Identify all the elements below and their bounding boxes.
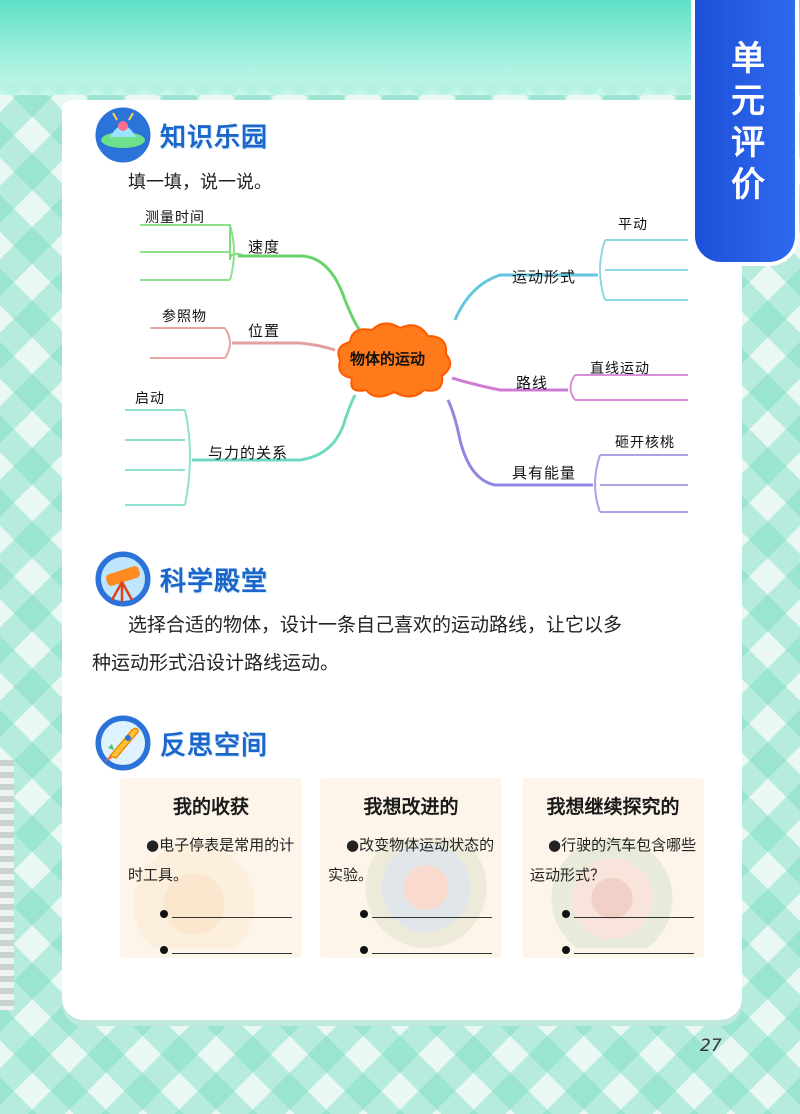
card-title: 我想继续探究的 bbox=[546, 796, 680, 818]
mind-map-speed-label: 速度 bbox=[248, 238, 281, 256]
card-illustration bbox=[532, 838, 692, 948]
science-task-line2: 种运动形式沿设计路线运动。 bbox=[92, 652, 340, 674]
answer-blank[interactable] bbox=[160, 904, 292, 918]
section-reflection-title: 反思空间 bbox=[160, 730, 269, 761]
card-illustration bbox=[330, 838, 490, 948]
section-knowledge-title: 知识乐园 bbox=[160, 122, 269, 153]
card-illustration bbox=[130, 838, 290, 948]
section-science-header: 科学殿堂 bbox=[92, 548, 268, 610]
section-science-title: 科学殿堂 bbox=[160, 566, 269, 597]
mind-map-center-cloud bbox=[337, 322, 452, 398]
ufo-icon bbox=[92, 104, 154, 166]
top-decorative-band bbox=[0, 0, 800, 105]
science-task-line1: 选择合适的物体，设计一条自己喜欢的运动路线，让它以多 bbox=[128, 614, 623, 636]
reflection-card-improve: 我想改进的 ●改变物体运动状态的实验。 bbox=[320, 778, 502, 958]
answer-blank[interactable] bbox=[360, 940, 492, 954]
answer-blank[interactable] bbox=[360, 904, 492, 918]
mind-map-forms-child: 平动 bbox=[618, 217, 648, 233]
reflection-card-explore: 我想继续探究的 ●行驶的汽车包含哪些运动形式？ bbox=[522, 778, 704, 958]
mind-map-speed-child: 测量时间 bbox=[145, 210, 205, 226]
mind-map-position-child: 参照物 bbox=[162, 309, 207, 325]
answer-blank[interactable] bbox=[160, 940, 292, 954]
reflection-card-gains: 我的收获 ●电子停表是常用的计时工具。 bbox=[120, 778, 302, 958]
mind-map-center-label: 物体的运动 bbox=[350, 350, 426, 368]
mind-map-position-label: 位置 bbox=[248, 322, 281, 340]
mind-map-energy-child: 砸开核桃 bbox=[615, 435, 675, 451]
answer-blank[interactable] bbox=[562, 940, 694, 954]
section-reflection-header: 反思空间 bbox=[92, 712, 268, 774]
unit-evaluation-tab: 单元评价 bbox=[695, 0, 795, 262]
mind-map-forms-label: 运动形式 bbox=[512, 268, 577, 286]
card-text: ●行驶的汽车包含哪些运动形式？ bbox=[530, 836, 697, 884]
mind-map-path-child: 直线运动 bbox=[590, 361, 650, 377]
card-text: ●电子停表是常用的计时工具。 bbox=[128, 836, 295, 884]
mind-map-force-child: 启动 bbox=[135, 391, 165, 407]
mind-map-energy-label: 具有能量 bbox=[512, 464, 577, 482]
card-title: 我的收获 bbox=[172, 796, 249, 818]
page-edge-stripe bbox=[0, 760, 14, 1010]
rocket-icon bbox=[92, 712, 154, 774]
card-text: ●改变物体运动状态的实验。 bbox=[328, 836, 495, 884]
mind-map-force-label: 与力的关系 bbox=[208, 444, 289, 462]
telescope-icon bbox=[92, 548, 154, 610]
page-number: 27 bbox=[700, 1036, 722, 1056]
card-title: 我想改进的 bbox=[363, 796, 459, 818]
answer-blank[interactable] bbox=[562, 904, 694, 918]
fill-instruction: 填一填，说一说。 bbox=[128, 172, 272, 193]
tab-label: 单元评价 bbox=[724, 40, 765, 208]
mind-map-path-label: 路线 bbox=[516, 374, 549, 392]
section-knowledge-header: 知识乐园 bbox=[92, 104, 268, 166]
